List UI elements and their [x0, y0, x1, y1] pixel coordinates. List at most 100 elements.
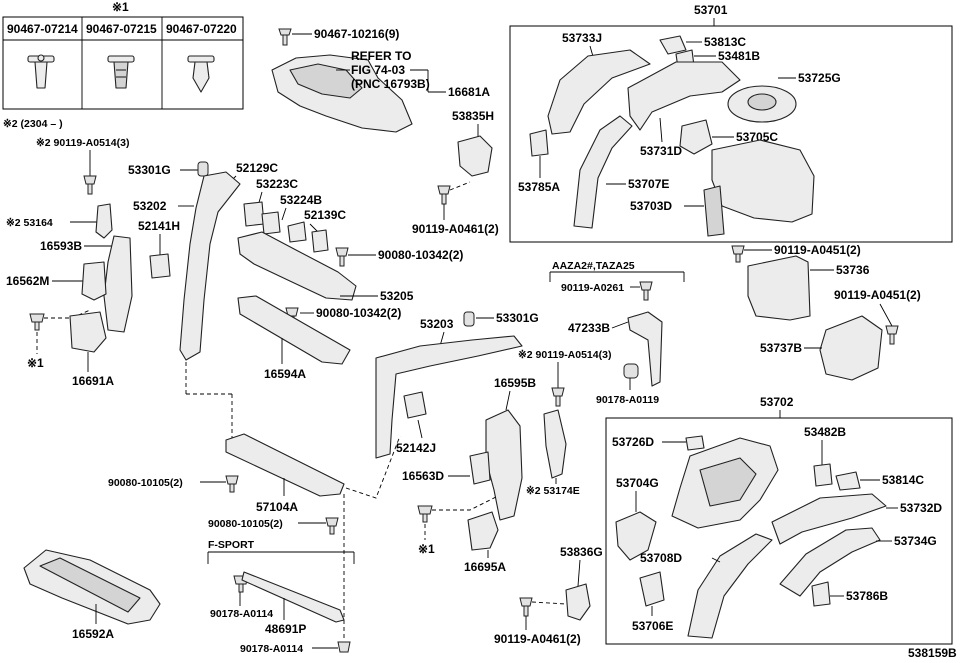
group-box-53701 — [509, 25, 953, 243]
part-53706E — [639, 571, 665, 607]
label-53708D: 53708D — [640, 551, 682, 565]
label-90080-10105-a: 90080-10105(2) — [108, 477, 183, 489]
part-57104A — [225, 433, 345, 497]
label-53701: 53701 — [694, 3, 728, 17]
label-53301G-a: 53301G — [128, 163, 171, 177]
bolt-icon — [225, 475, 239, 493]
label-53785A: 53785A — [518, 180, 560, 194]
label-90119-A0461-a: 90119-A0461(2) — [412, 222, 499, 236]
part-16691A — [69, 311, 107, 353]
label-53813C: 53813C — [704, 35, 746, 49]
part-53785A — [529, 129, 549, 157]
part-48691P-rod — [241, 571, 345, 623]
part-53726D — [685, 435, 705, 451]
part-53707E-arch — [573, 115, 633, 229]
label-16695A: 16695A — [464, 560, 506, 574]
part-53734G — [779, 527, 881, 597]
part-52142J — [403, 391, 427, 419]
part-16595B — [485, 409, 523, 521]
part-53836G — [565, 583, 591, 621]
label-53301G-b: 53301G — [496, 311, 539, 325]
label-53202: 53202 — [133, 199, 167, 213]
clip-icon-2 — [107, 55, 135, 89]
bolt-icon — [335, 247, 349, 267]
part-52141H — [149, 253, 171, 279]
part-53224B — [261, 211, 281, 235]
label-16592A: 16592A — [72, 627, 114, 641]
label-53725G: 53725G — [798, 71, 841, 85]
part-16562M — [81, 261, 107, 301]
note-refer-pnc: (PNC 16793B) — [351, 77, 430, 91]
label-47233B: 47233B — [568, 321, 610, 335]
label-90467-10216: 90467-10216(9) — [314, 27, 399, 41]
label-53224B: 53224B — [280, 193, 322, 207]
label-53705C: 53705C — [736, 130, 778, 144]
label-90080-10105-b: 90080-10105(2) — [208, 518, 283, 530]
part-53786B — [811, 581, 831, 607]
clip-header-1: 90467-07214 — [7, 22, 78, 36]
part-16594A — [237, 295, 351, 365]
label-53706E: 53706E — [632, 619, 673, 633]
part-53703D-wheelhouse — [711, 139, 815, 223]
part-47233B-bracket — [627, 311, 663, 387]
part-53482B — [813, 463, 833, 487]
part-53202-pillar — [179, 171, 241, 361]
clip-icon — [29, 313, 45, 331]
clip-icon — [417, 505, 433, 523]
part-53733J — [547, 49, 651, 135]
label-53736: 53736 — [836, 263, 870, 277]
part-53731D — [627, 61, 741, 131]
label-16562M: 16562M — [6, 274, 49, 288]
label-53835H: 53835H — [452, 109, 494, 123]
label-48691P: 48691P — [265, 622, 306, 636]
bolt-icon — [885, 325, 899, 345]
label-90119-A0514-top: ※2 90119-A0514(3) — [36, 137, 129, 149]
label-53704G: 53704G — [616, 476, 659, 490]
part-53708D-arch — [687, 533, 773, 639]
bolt-icon — [551, 387, 565, 407]
part-53813C — [659, 35, 687, 55]
label-53481B: 53481B — [718, 49, 760, 63]
clip-icon-1 — [27, 54, 55, 89]
label-90178-A0119: 90178-A0119 — [596, 394, 659, 406]
label-53732D: 53732D — [900, 501, 942, 515]
part-53736 — [747, 255, 811, 321]
clip-table-mark: ※1 — [112, 0, 129, 14]
part-53164 — [95, 203, 113, 239]
clip-header-3: 90467-07220 — [166, 22, 237, 36]
label-16691A: 16691A — [72, 374, 114, 388]
label-90119-A0261: 90119-A0261 — [561, 282, 624, 294]
label-53836G: 53836G — [560, 545, 603, 559]
part-53205-rail — [237, 231, 357, 301]
bolt-icon — [437, 185, 451, 205]
label-53734G: 53734G — [894, 534, 937, 548]
label-53164: ※2 53164 — [6, 217, 53, 229]
label-53731D: 53731D — [640, 144, 682, 158]
label-53703D: 53703D — [630, 199, 672, 213]
part-53704G — [615, 511, 657, 561]
label-53203: 53203 — [420, 317, 454, 331]
label-90178-A0114-b: 90178-A0114 — [240, 643, 303, 655]
bolt-icon — [325, 517, 339, 535]
label-16563D: 16563D — [402, 469, 444, 483]
clip-header-2: 90467-07215 — [86, 22, 157, 36]
label-52142J: 52142J — [396, 441, 436, 455]
part-16695A — [467, 511, 499, 551]
part-53814C — [835, 471, 861, 491]
cap-53301G-b — [463, 311, 475, 327]
label-16593B: 16593B — [40, 239, 82, 253]
part-53203-upper-member — [375, 335, 523, 459]
diagram-id: 538159B — [908, 646, 957, 660]
part-53174E — [543, 409, 567, 479]
label-90119-A0461-b: 90119-A0461(2) — [494, 632, 581, 646]
clip-icon-3 — [187, 55, 215, 93]
label-57104A: 57104A — [256, 500, 298, 514]
cap-53301G-a — [197, 161, 209, 177]
label-16681A: 16681A — [448, 85, 490, 99]
label-16595B: 16595B — [494, 376, 536, 390]
note-star1-b: ※1 — [418, 542, 435, 556]
label-90119-A0451-b: 90119-A0451(2) — [834, 288, 921, 302]
nut-icon — [337, 641, 351, 653]
bolt-icon — [83, 175, 97, 195]
